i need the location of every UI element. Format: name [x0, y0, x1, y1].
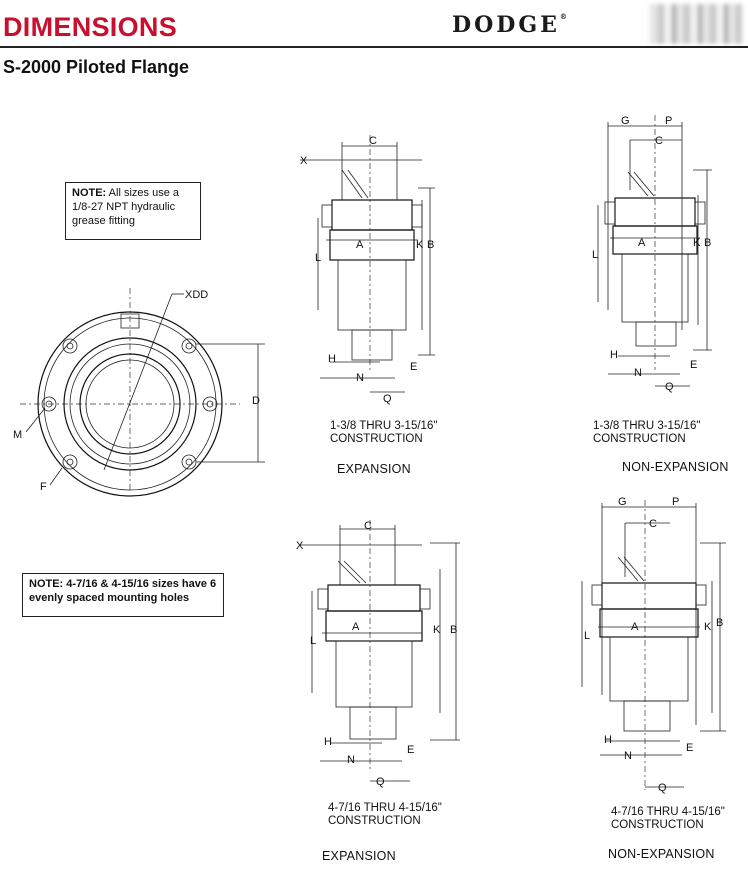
construction-range: 4-7/16 THRU 4-15/16" [611, 806, 725, 818]
type-bottom-right: NON-EXPANSION [608, 847, 715, 861]
construction-range: 1-3/8 THRU 3-15/16" [593, 420, 701, 432]
note-mounting-holes: NOTE: 4-7/16 & 4-15/16 sizes have 6 even… [22, 573, 224, 617]
dim-c: C [655, 135, 663, 147]
front-view-drawing: XDD D M F [13, 288, 265, 497]
dim-n: N [347, 754, 355, 766]
dim-l: L [310, 635, 316, 647]
note-grease-bold: NOTE: [72, 187, 107, 199]
caption-bottom-right: 4-7/16 THRU 4-15/16" CONSTRUCTION [611, 806, 725, 832]
dim-b: B [427, 239, 434, 251]
note-grease-text: All sizes use a 1/8-27 NPT hydraulic gre… [72, 187, 179, 227]
construction-word: CONSTRUCTION [328, 815, 421, 827]
page-title: DIMENSIONS [3, 12, 178, 42]
dim-a: A [638, 237, 646, 249]
dim-l: L [315, 252, 321, 264]
note-grease-fitting: NOTE: All sizes use a 1/8-27 NPT hydraul… [65, 182, 201, 240]
dim-p: P [672, 496, 679, 508]
dim-e: E [410, 361, 417, 373]
side-view-top-left: X C A K B L H E N Q [300, 135, 435, 405]
dim-e: E [690, 359, 697, 371]
caption-bottom-left: 4-7/16 THRU 4-15/16" CONSTRUCTION [328, 802, 442, 828]
type-bottom-left: EXPANSION [322, 849, 396, 863]
type-top-left: EXPANSION [337, 462, 411, 476]
dim-b: B [704, 237, 711, 249]
dim-n: N [624, 750, 632, 762]
dim-b: B [716, 617, 723, 629]
dim-a: A [631, 621, 639, 633]
caption-top-right: 1-3/8 THRU 3-15/16" CONSTRUCTION [593, 420, 700, 446]
dim-e: E [407, 744, 414, 756]
label-f: F [40, 481, 47, 493]
caption-top-left: 1-3/8 THRU 3-15/16" CONSTRUCTION [330, 420, 437, 446]
dim-x: X [296, 540, 304, 552]
label-xdd: XDD [185, 289, 208, 301]
dim-a: A [356, 239, 364, 251]
note-holes-text: 4-7/16 & 4-15/16 sizes have 6 evenly spa… [29, 578, 217, 604]
dim-l: L [584, 630, 590, 642]
dim-q: Q [376, 776, 385, 788]
dim-q: Q [665, 381, 674, 393]
type-top-right: NON-EXPANSION [622, 460, 729, 474]
blurred-watermark [650, 4, 742, 44]
construction-word: CONSTRUCTION [611, 819, 704, 831]
construction-word: CONSTRUCTION [593, 433, 686, 445]
side-view-top-right: G P C A K B L H E N Q [592, 115, 712, 393]
dim-h: H [610, 349, 618, 361]
dim-n: N [356, 372, 364, 384]
brand-name: DODGE [452, 12, 560, 38]
dim-c: C [649, 518, 657, 530]
page-subtitle: S-2000 Piloted Flange [3, 57, 190, 77]
dim-c: C [364, 520, 372, 532]
dim-g: G [621, 115, 630, 127]
dim-e: E [686, 742, 693, 754]
dim-k: K [704, 621, 712, 633]
construction-word: CONSTRUCTION [330, 433, 423, 445]
side-view-bottom-left: X C A K B L H E N Q [296, 520, 460, 788]
page-header: DIMENSIONS DODGE® [0, 0, 748, 48]
label-d: D [252, 395, 260, 407]
dim-k: K [693, 237, 701, 249]
dim-g: G [618, 496, 627, 508]
dim-x: X [300, 155, 308, 167]
dim-p: P [665, 115, 672, 127]
header-rule [0, 46, 748, 48]
dim-k: K [416, 239, 424, 251]
dim-l: L [592, 249, 598, 261]
construction-range: 4-7/16 THRU 4-15/16" [328, 802, 442, 814]
dim-k: K [433, 624, 441, 636]
side-view-bottom-right: G P C A K B L H E N Q [581, 496, 726, 794]
dim-c: C [369, 135, 377, 147]
dim-q: Q [383, 393, 392, 405]
label-m: M [13, 429, 22, 441]
dim-b: B [450, 624, 457, 636]
construction-range: 1-3/8 THRU 3-15/16" [330, 420, 438, 432]
dim-n: N [634, 367, 642, 379]
note-holes-bold: NOTE: [29, 578, 64, 590]
dim-q: Q [658, 782, 667, 794]
dim-a: A [352, 621, 360, 633]
dim-h: H [328, 353, 336, 365]
dim-h: H [604, 734, 612, 746]
registered-mark: ® [559, 12, 567, 21]
dim-h: H [324, 736, 332, 748]
dodge-logo: DODGE® [452, 12, 567, 38]
